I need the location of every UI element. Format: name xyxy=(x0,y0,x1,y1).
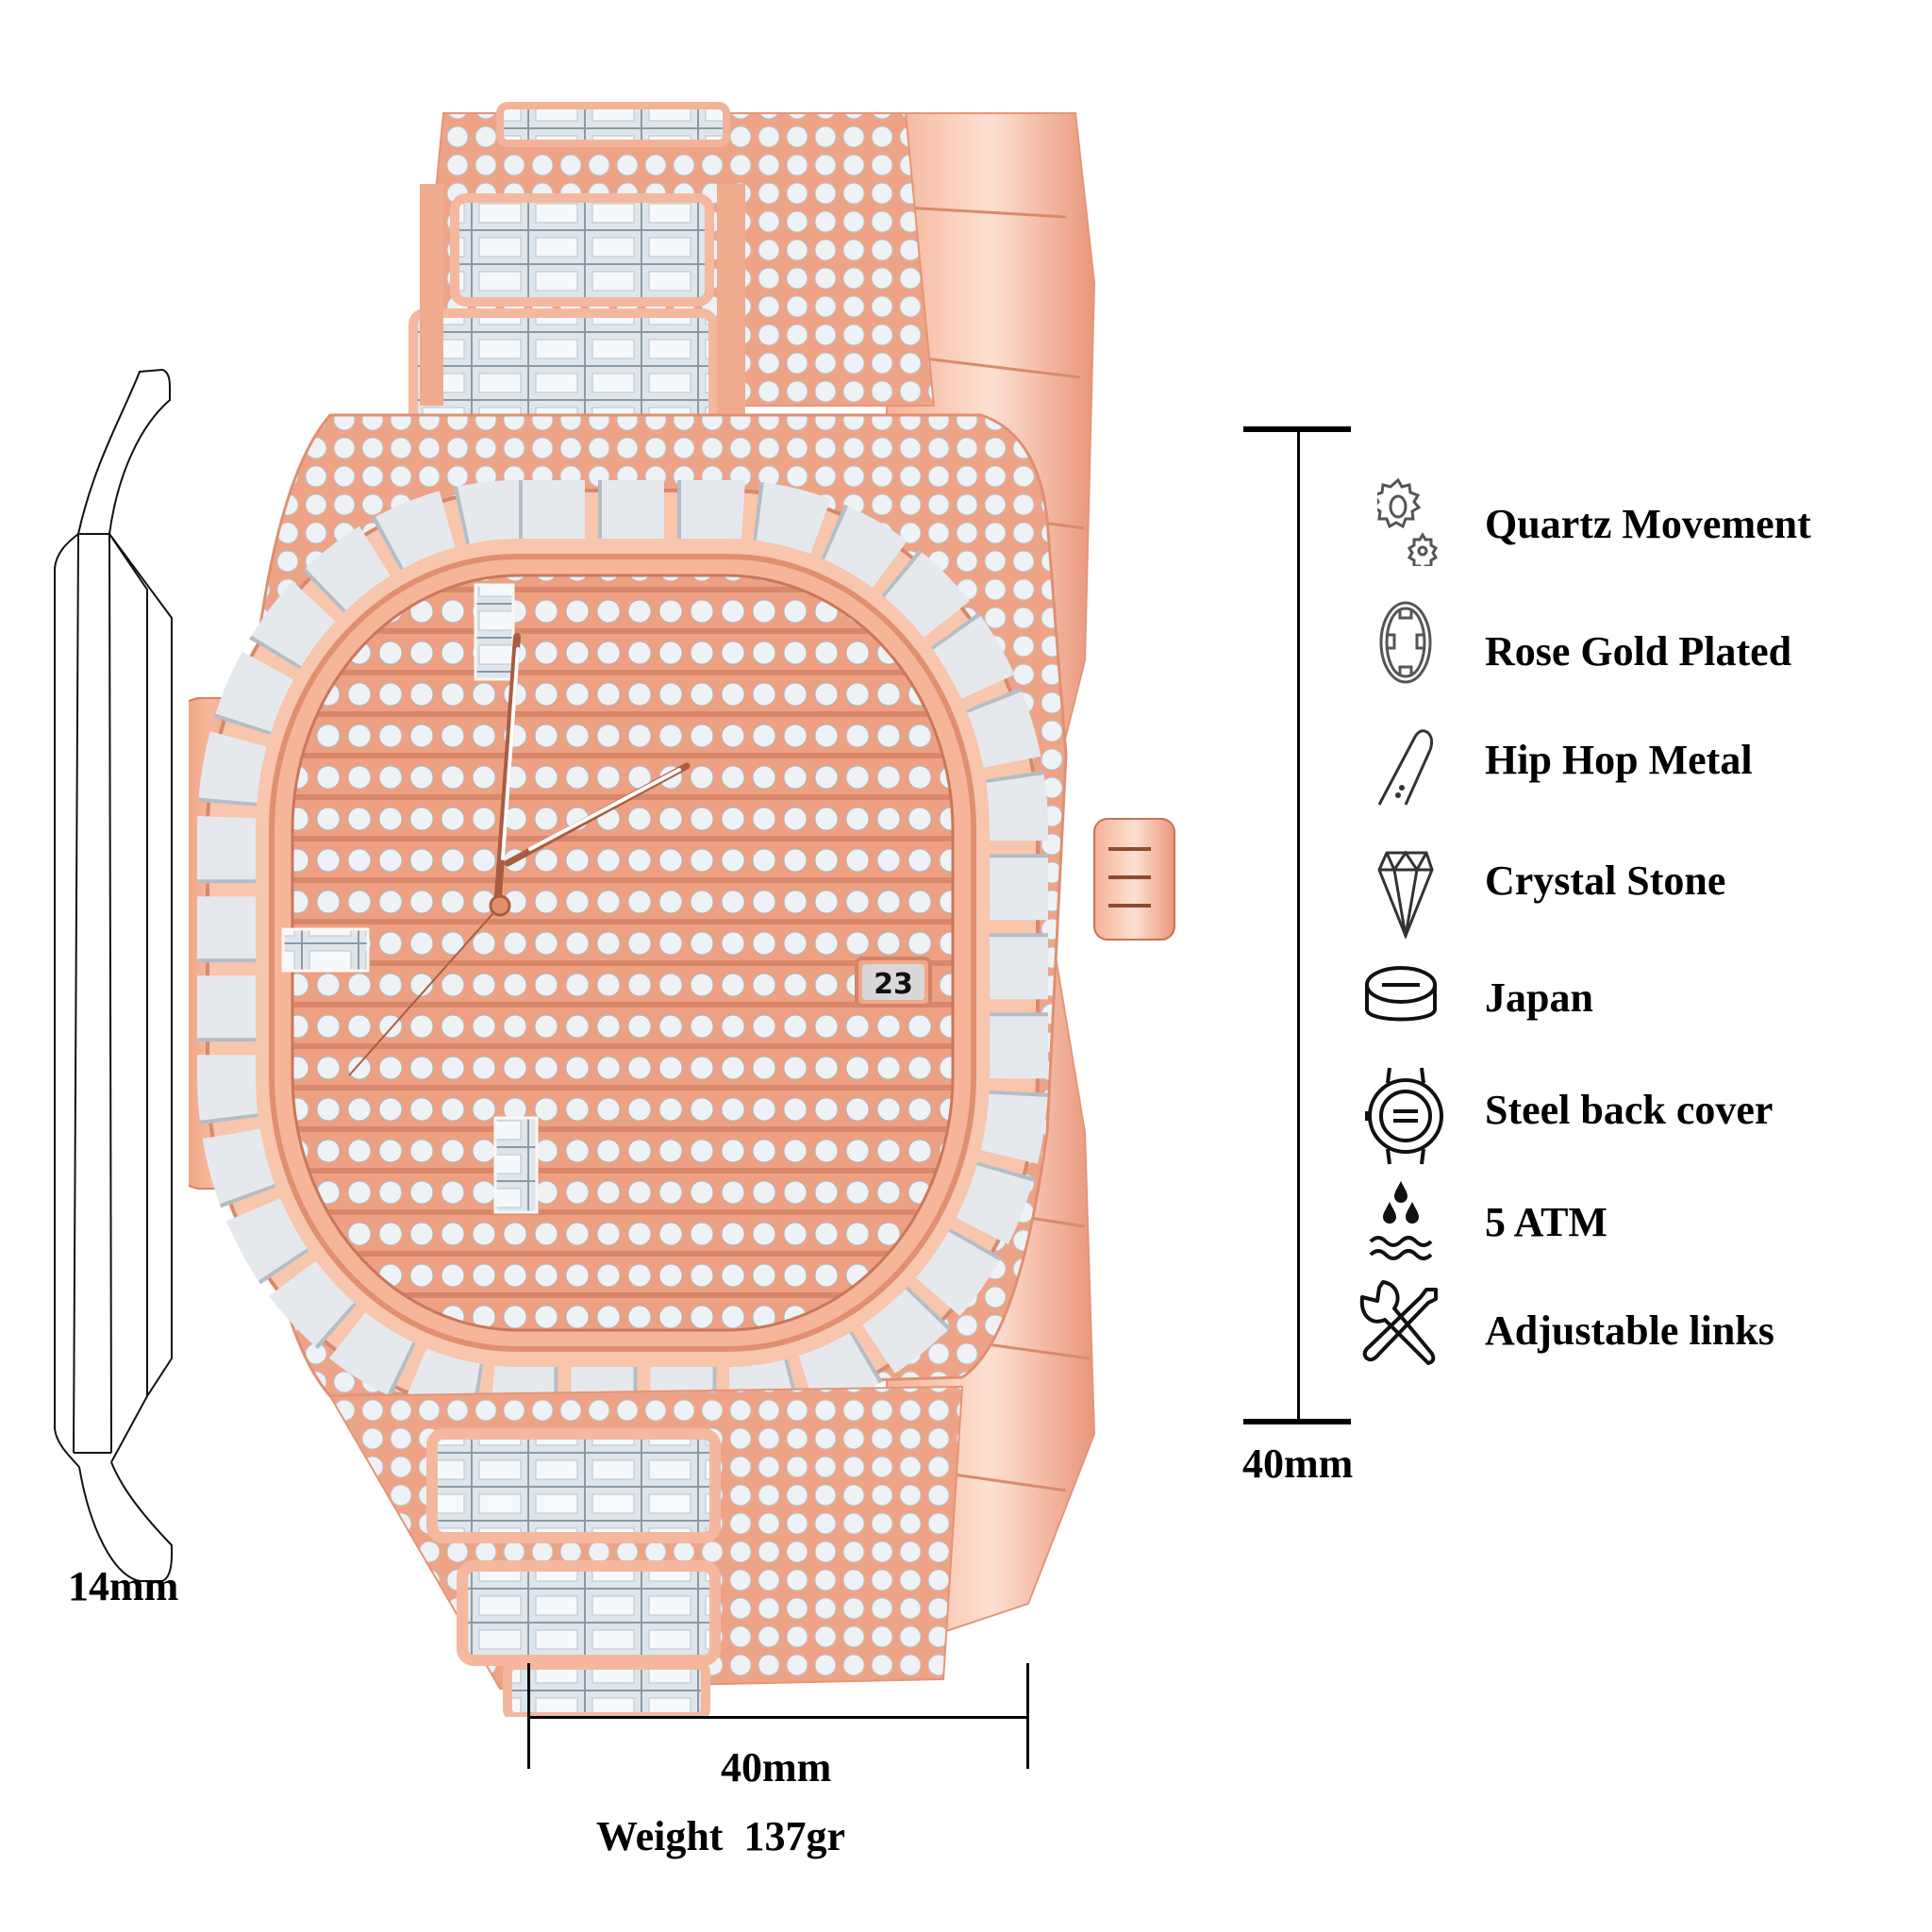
thickness-label: 14mm xyxy=(68,1563,179,1609)
width-dimension-tick-right xyxy=(1026,1663,1029,1769)
rose-gold-ring-icon xyxy=(1377,599,1453,684)
weight-label: Weight 137gr xyxy=(596,1813,845,1859)
height-dimension-line xyxy=(1297,429,1300,1423)
height-dimension-bottom-bar xyxy=(1243,1419,1351,1424)
feature-label: Steel back cover xyxy=(1485,1087,1774,1133)
battery-cell-icon xyxy=(1363,964,1439,1049)
feature-label: Japan xyxy=(1485,974,1593,1021)
metal-strap-icon xyxy=(1377,729,1453,814)
feature-label: Adjustable links xyxy=(1485,1307,1774,1354)
watch-side-profile-icon xyxy=(54,368,173,1582)
feature-label: 5 ATM xyxy=(1485,1199,1607,1245)
width-dimension-tick-left xyxy=(527,1663,530,1769)
watch-illustration: 23 xyxy=(189,94,1226,1717)
height-label: 40mm xyxy=(1242,1441,1354,1487)
date-window: 23 xyxy=(874,968,913,1001)
feature-label: Hip Hop Metal xyxy=(1485,737,1753,783)
width-label: 40mm xyxy=(721,1744,832,1790)
side-profile-diagram xyxy=(38,358,189,1585)
watch-back-icon xyxy=(1363,1064,1443,1165)
feature-label: Quartz Movement xyxy=(1485,501,1811,547)
watch-image: 23 xyxy=(189,102,1175,1717)
water-drops-icon xyxy=(1363,1179,1439,1264)
wrench-screwdriver-icon xyxy=(1358,1278,1438,1365)
feature-label: Crystal Stone xyxy=(1485,858,1726,904)
diamond-icon xyxy=(1377,849,1453,939)
feature-label: Rose Gold Plated xyxy=(1485,628,1792,675)
gears-icon xyxy=(1377,476,1453,566)
width-dimension-line xyxy=(528,1716,1028,1719)
